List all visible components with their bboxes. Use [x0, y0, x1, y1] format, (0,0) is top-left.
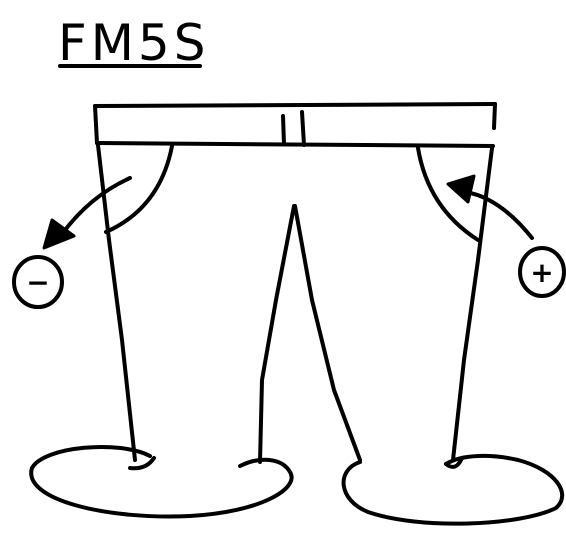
feet — [29, 445, 565, 526]
right-arrow-shaft — [464, 190, 534, 240]
waistband-right-edge — [492, 102, 497, 130]
minus-indicator: − — [12, 176, 132, 309]
belt-loop-left — [281, 114, 286, 146]
left-arrow-shaft — [60, 176, 132, 236]
right-arrowhead-icon — [446, 174, 476, 204]
waistband — [93, 102, 497, 148]
left-arrowhead-icon — [42, 218, 76, 250]
minus-circle-icon — [12, 255, 64, 309]
waistband-left-edge — [93, 104, 99, 145]
left-pocket-curve — [104, 144, 174, 234]
left-leg-inner-seam — [258, 204, 296, 464]
plus-circle-icon — [518, 246, 566, 298]
minus-sign: − — [26, 266, 49, 299]
title-group: FM5S — [58, 14, 209, 72]
right-foot-outline — [341, 453, 565, 526]
right-leg-inner-seam — [293, 204, 362, 462]
waistband-top-edge — [93, 102, 497, 108]
plus-indicator: + — [446, 174, 566, 298]
page-title: FM5S — [58, 14, 209, 72]
right-pocket-curve — [416, 146, 480, 242]
left-foot-cuff — [128, 456, 156, 471]
waistband-bottom-edge — [95, 141, 495, 148]
left-foot-outline — [29, 445, 294, 519]
belt-loop-right — [300, 110, 306, 147]
right-foot-cuff — [444, 456, 464, 469]
plus-sign: + — [530, 256, 553, 289]
right-leg-outer-seam — [451, 146, 494, 462]
pockets — [104, 144, 480, 242]
